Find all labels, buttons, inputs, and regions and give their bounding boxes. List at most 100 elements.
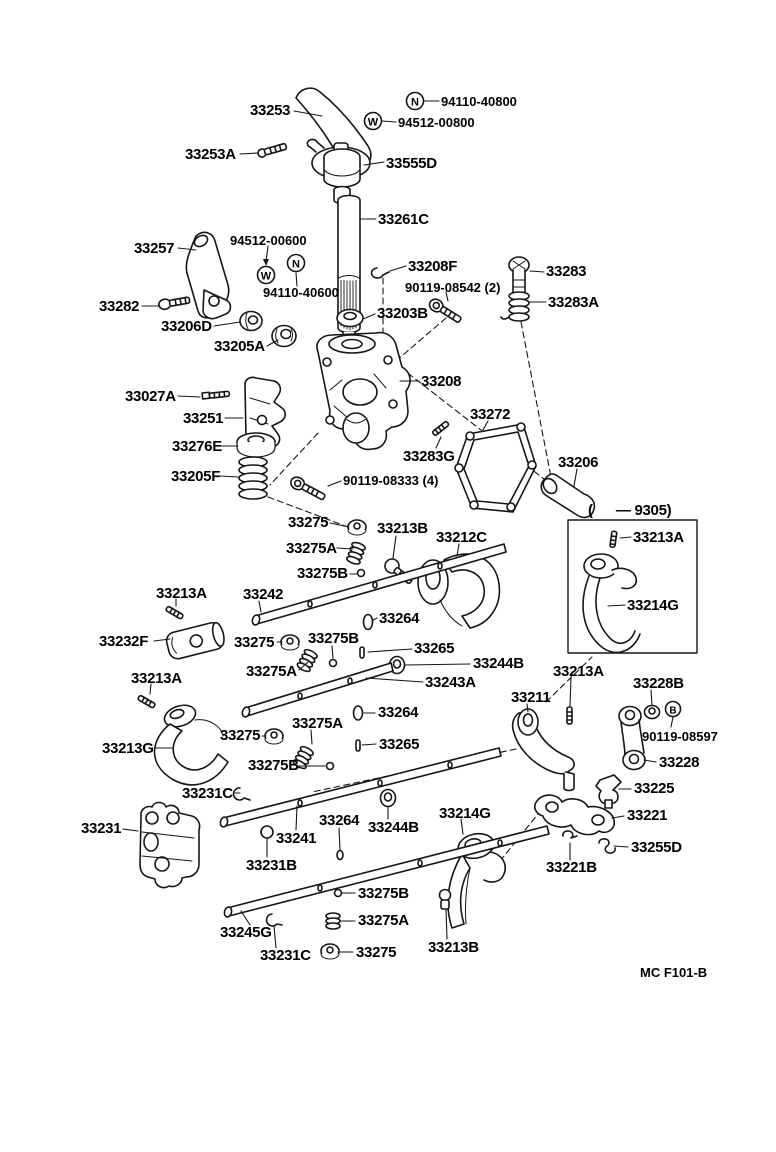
part-33221-lever <box>535 795 615 834</box>
part-33275-nut-3 <box>265 729 283 744</box>
part-33276E-seat <box>237 433 275 457</box>
part-33225-clamp <box>596 775 621 808</box>
label-33275A-4: 33275A <box>358 912 409 929</box>
part-33253A-screw <box>257 142 287 158</box>
part-33275A-spring-4 <box>326 913 340 929</box>
label-33264-2: 33264 <box>378 704 419 721</box>
label-33242: 33242 <box>243 586 284 603</box>
part-33205A-grommet <box>272 326 296 347</box>
part-33213A-pin-2 <box>166 606 184 619</box>
label-33213B-2: 33213B <box>428 939 479 956</box>
label-33264-1: 33264 <box>379 610 420 627</box>
label-variant-9305: ( — 9305) <box>588 502 672 519</box>
label-90119-08333: 90119-08333 (4) <box>343 473 439 488</box>
label-33272: 33272 <box>470 406 511 423</box>
drawing-code: MC F101-B <box>640 965 708 980</box>
label-33027A: 33027A <box>125 388 176 405</box>
label-33275B-2: 33275B <box>308 630 359 647</box>
svg-text:W: W <box>261 271 272 283</box>
label-33231: 33231 <box>81 820 122 837</box>
label-33206D: 33206D <box>161 318 212 335</box>
label-33206: 33206 <box>558 454 599 471</box>
part-33213G-fork <box>155 702 229 785</box>
svg-text:N: N <box>411 97 419 109</box>
label-33228: 33228 <box>659 754 700 771</box>
part-33208-housing <box>317 333 410 450</box>
part-33275B-pin-3 <box>327 763 334 770</box>
circled-symbol-b: B <box>666 702 681 717</box>
part-33282-screw <box>158 295 190 310</box>
variant-box-9305 <box>568 520 697 653</box>
leader-lines <box>123 101 673 952</box>
label-33283: 33283 <box>546 263 587 280</box>
part-33275A-spring-1 <box>346 541 366 566</box>
label-94512-00600: 94512-00600 <box>230 233 307 248</box>
part-33265-pin-2 <box>356 740 360 751</box>
part-33264-ring-1 <box>364 615 373 630</box>
label-33275B-1: 33275B <box>297 565 348 582</box>
label-33264-3: 33264 <box>319 812 360 829</box>
label-33228B: 33228B <box>633 675 684 692</box>
label-33231B: 33231B <box>246 857 297 874</box>
part-33257-lever <box>186 232 230 318</box>
label-33253A: 33253A <box>185 146 236 163</box>
label-33265-2: 33265 <box>379 736 420 753</box>
part-33205F-spring <box>239 457 267 499</box>
label-33225: 33225 <box>634 780 675 797</box>
label-33213A-2: 33213A <box>156 585 207 602</box>
part-33265-pin-1 <box>360 647 364 658</box>
label-33283G: 33283G <box>403 448 455 465</box>
part-33283-bolt <box>509 257 529 297</box>
label-33275A-2: 33275A <box>246 663 297 680</box>
label-33211: 33211 <box>511 689 551 706</box>
label-33275-2: 33275 <box>234 634 275 651</box>
part-33231C-clip-2 <box>267 914 282 926</box>
part-33231B-ball <box>261 826 273 838</box>
part-33241-rod <box>219 748 501 828</box>
part-33272-gasket <box>455 423 536 512</box>
label-33244B-2: 33244B <box>368 819 419 836</box>
label-33231C-1: 33231C <box>182 785 233 802</box>
part-33221B-clip <box>563 831 577 838</box>
label-33212C: 33212C <box>436 529 487 546</box>
label-33213B-1: 33213B <box>377 520 428 537</box>
part-33231-housing <box>140 803 200 888</box>
part-33243A-rod <box>241 663 393 718</box>
label-33253: 33253 <box>250 102 291 119</box>
part-33206D-washer <box>240 312 262 331</box>
part-33232F-shift-head <box>165 621 227 661</box>
label-33261C: 33261C <box>378 211 429 228</box>
part-33283G-stud <box>432 421 449 436</box>
part-33245G-rod <box>223 826 549 918</box>
label-90119-08597: 90119-08597 <box>642 729 718 744</box>
part-33213A-pin-3 <box>138 695 156 708</box>
label-33213G: 33213G <box>102 740 154 757</box>
part-90119-08542-bolt <box>427 297 463 326</box>
label-33203B: 33203B <box>377 305 428 322</box>
label-33251: 33251 <box>183 410 224 427</box>
label-33208F: 33208F <box>408 258 458 275</box>
label-33275A-1: 33275A <box>286 540 337 557</box>
label-94512-00800: 94512-00800 <box>398 115 475 130</box>
label-33221: 33221 <box>627 807 668 824</box>
label-33275B-4: 33275B <box>358 885 409 902</box>
label-33283A: 33283A <box>548 294 599 311</box>
label-33205F: 33205F <box>171 468 221 485</box>
label-33265-1: 33265 <box>414 640 455 657</box>
label-33275-1: 33275 <box>288 514 329 531</box>
svg-text:N: N <box>292 259 300 271</box>
label-33232F: 33232F <box>99 633 149 650</box>
part-33242-rod <box>251 544 506 626</box>
part-33264-pin-3 <box>337 851 343 860</box>
label-33257: 33257 <box>134 240 175 257</box>
part-90119-08333-bolt <box>289 475 327 503</box>
label-33221B: 33221B <box>546 859 597 876</box>
label-33214G-boxed: 33214G <box>627 597 679 614</box>
part-33213B-ball-pin-2 <box>440 890 451 910</box>
label-33214G-2: 33214G <box>439 805 491 822</box>
part-33275-nut-2 <box>281 635 299 650</box>
part-33275B-pin-2 <box>330 660 337 667</box>
svg-text:W: W <box>368 117 379 129</box>
part-33264-ring-2 <box>354 706 363 720</box>
